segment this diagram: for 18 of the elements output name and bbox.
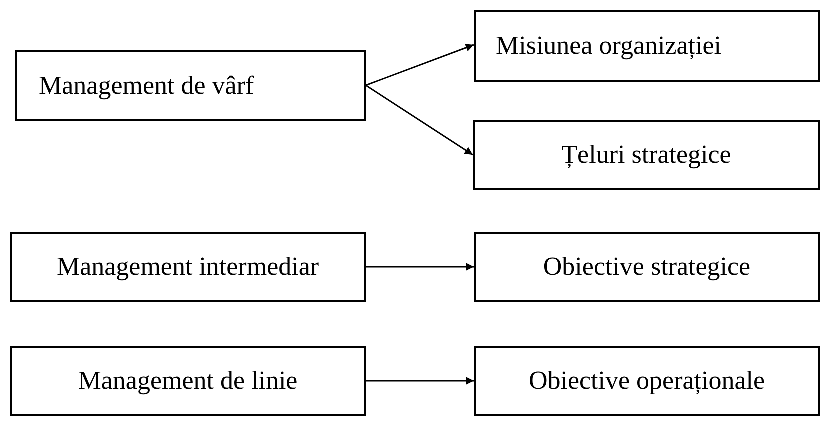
arrow [366,263,474,271]
arrow [366,84,474,156]
arrow [366,44,474,86]
box-label: Misiunea organizației [496,31,722,61]
text-box [473,120,820,190]
text-box [10,346,366,416]
box-label: Obiective strategice [543,252,751,282]
text-box [474,346,820,416]
box-label: Management intermediar [56,252,320,282]
box-label: Management de linie [78,366,298,396]
box-label: Obiective operaționale [528,366,766,396]
box-label: Management de vârf [39,70,254,100]
box-label: Țeluri strategice [562,140,732,170]
text-box [474,10,820,82]
text-box [474,232,820,302]
arrow [366,377,474,385]
text-box [15,50,366,121]
text-box [10,232,366,302]
